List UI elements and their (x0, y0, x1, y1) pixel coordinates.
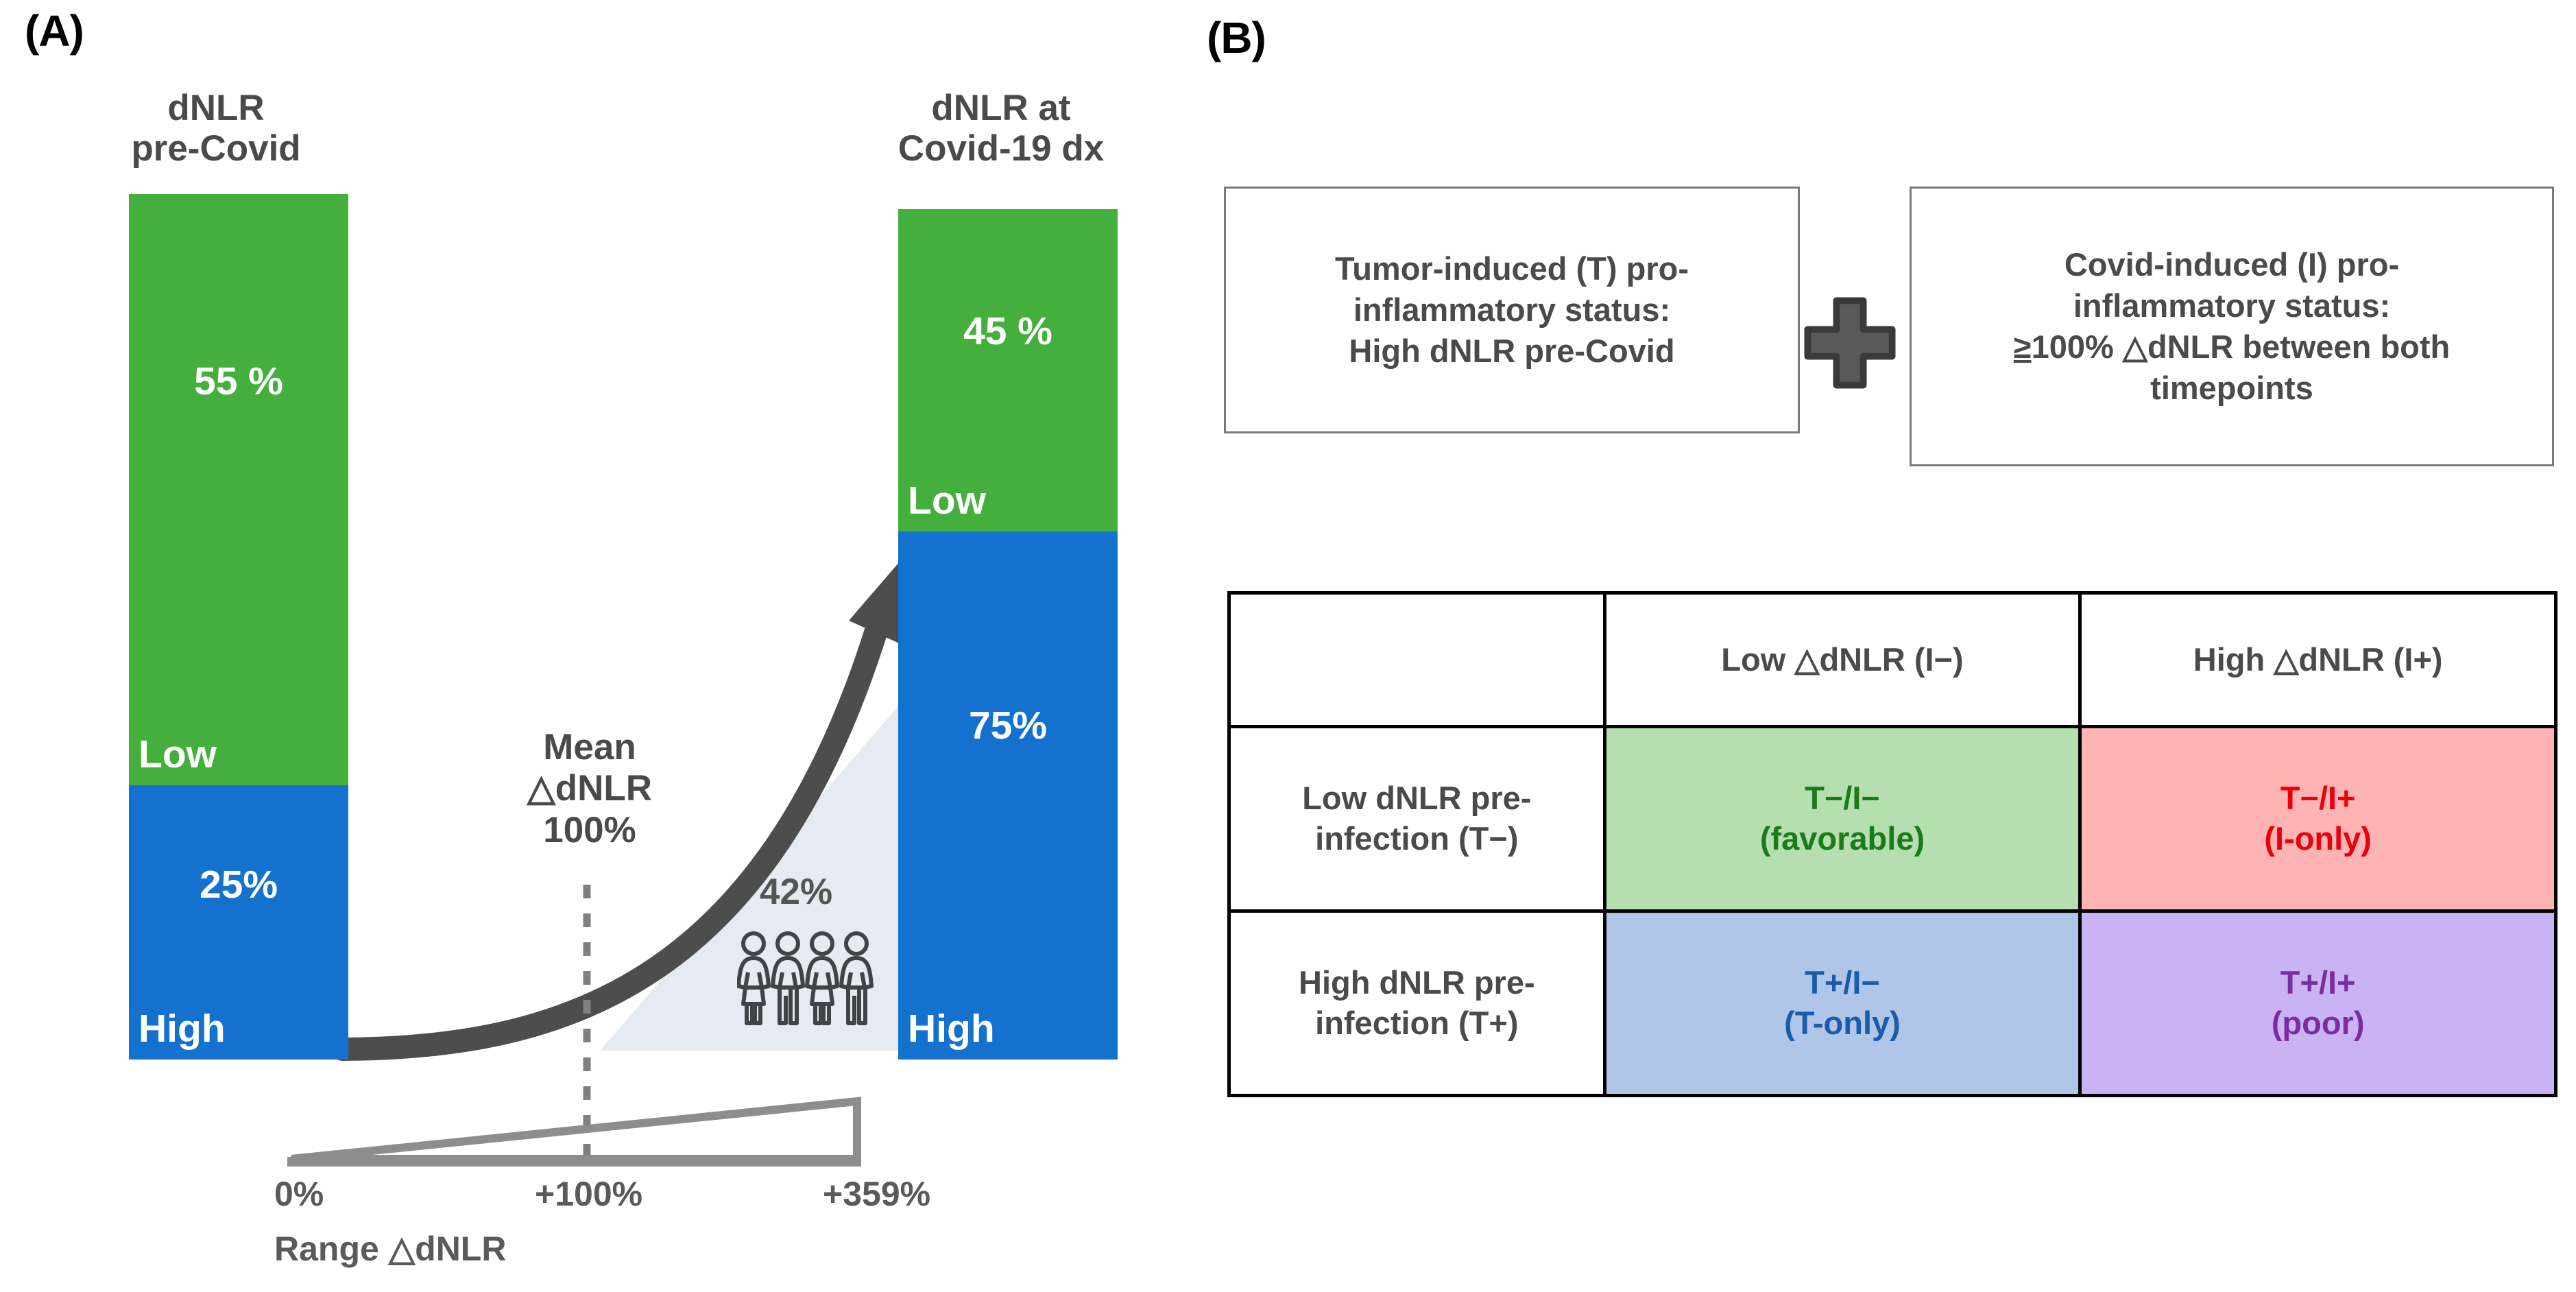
mean-delta-caption: Mean △dNLR 100% (480, 727, 699, 851)
panel-a-label: (A) (25, 6, 84, 56)
cell-t-pos-i-pos-code: T+/I+ (2280, 964, 2356, 1001)
tumor-box-line3: High dNLR pre-Covid (1349, 333, 1675, 370)
covid-box-line3-text: 100% △dNLR between both (2031, 328, 2451, 365)
plus-icon (1804, 297, 1896, 389)
row-header-high-line2: infection (T+) (1315, 1005, 1519, 1041)
right-bar-low-segment: 45 % Low (898, 209, 1118, 531)
right-bar-title-line1: dNLR at (931, 88, 1071, 128)
right-bar-title: dNLR at Covid-19 dx (857, 88, 1145, 169)
right-bar-low-pct: 45 % (963, 309, 1052, 353)
mean-caption-line3: 100% (543, 809, 636, 850)
greater-equal-symbol: ≥ (2013, 328, 2032, 365)
row-header-low-dnlr: Low dNLR pre- infection (T−) (1227, 725, 1606, 913)
right-bar-high-label: High (908, 1007, 995, 1051)
left-bar-high-pct: 25% (199, 863, 278, 907)
table-header-row: Low △dNLR (I−) High △dNLR (I+) (1227, 591, 2557, 728)
tumor-induced-box: Tumor-induced (T) pro- inflammatory stat… (1224, 187, 1800, 433)
person-head-icon (775, 931, 800, 956)
axis-tick-100: +100% (535, 1175, 643, 1213)
cell-t-pos-i-neg-code: T+/I− (1805, 964, 1880, 1001)
axis-label-range: Range △dNLR (274, 1230, 507, 1268)
covid-induced-box: Covid-induced (I) pro- inflammatory stat… (1910, 187, 2554, 466)
col-header-high-ddnlr: High △dNLR (I+) (2078, 591, 2557, 728)
right-stacked-bar: 45 % Low 75% High (898, 209, 1118, 1060)
people-group-icon (737, 931, 874, 1025)
row-header-high-dnlr: High dNLR pre- infection (T+) (1227, 909, 1606, 1097)
left-bar-high-label: High (139, 1007, 226, 1051)
right-bar-low-label: Low (908, 479, 986, 523)
covid-box-line4: timepoints (2150, 370, 2313, 407)
matrix-corner-cell (1227, 591, 1606, 728)
patients-share-pct: 42% (760, 872, 833, 912)
cell-t-pos-i-pos-note: (poor) (2271, 1005, 2365, 1041)
left-bar-low-label: Low (139, 732, 217, 776)
axis-tick-359: +359% (823, 1175, 931, 1213)
table-row: Low dNLR pre- infection (T−) T−/I− (favo… (1227, 725, 2557, 913)
person-head-icon (844, 931, 869, 956)
tumor-box-line1: Tumor-induced (T) pro- (1334, 250, 1689, 287)
axis-wedge (291, 1097, 861, 1163)
covid-box-line1: Covid-induced (I) pro- (2064, 246, 2400, 283)
tumor-box-line2: inflammatory status: (1353, 291, 1671, 328)
left-bar-title-line1: dNLR (167, 88, 265, 128)
right-bar-title-line2: Covid-19 dx (898, 128, 1105, 169)
col-header-low-ddnlr: Low △dNLR (I−) (1602, 591, 2082, 728)
person-head-icon (741, 931, 766, 956)
row-header-low-line1: Low dNLR pre- (1302, 780, 1532, 817)
row-header-low-line2: infection (T−) (1315, 820, 1519, 857)
axis-tick-0: 0% (274, 1175, 324, 1213)
left-bar-title: dNLR pre-Covid (103, 88, 329, 169)
cell-t-neg-i-pos-code: T−/I+ (2280, 780, 2356, 817)
covid-box-line2: inflammatory status: (2073, 287, 2391, 324)
left-stacked-bar: 55 % Low 25% High (129, 194, 348, 1060)
cell-t-neg-i-neg-code: T−/I− (1805, 780, 1880, 817)
mean-caption-line1: Mean (543, 727, 636, 767)
table-row: High dNLR pre- infection (T+) T+/I− (T-o… (1227, 909, 2557, 1097)
left-bar-title-line2: pre-Covid (131, 128, 301, 169)
right-bar-high-pct: 75% (968, 704, 1048, 747)
row-header-high-line1: High dNLR pre- (1299, 964, 1535, 1001)
left-bar-low-pct: 55 % (194, 359, 283, 403)
cell-t-neg-i-pos-note: (I-only) (2264, 820, 2372, 857)
cell-t-pos-i-neg-note: (T-only) (1784, 1005, 1901, 1041)
risk-matrix-table: Low △dNLR (I−) High △dNLR (I+) Low dNLR … (1227, 591, 2557, 1097)
right-bar-high-segment: 75% High (898, 531, 1118, 1060)
person-head-icon (810, 931, 834, 956)
left-bar-low-segment: 55 % Low (129, 194, 348, 785)
cell-t-neg-i-neg: T−/I− (favorable) (1602, 725, 2082, 913)
cell-t-neg-i-pos: T−/I+ (I-only) (2078, 725, 2557, 913)
cell-t-neg-i-neg-note: (favorable) (1759, 820, 1925, 857)
cell-t-pos-i-pos: T+/I+ (poor) (2078, 909, 2557, 1097)
cell-t-pos-i-neg: T+/I− (T-only) (1602, 909, 2082, 1097)
panel-b-label: (B) (1207, 13, 1266, 62)
left-bar-high-segment: 25% High (129, 785, 348, 1060)
covid-box-line3: ≥100% △dNLR between both (2014, 326, 2450, 368)
mean-caption-line2: △dNLR (527, 768, 653, 809)
